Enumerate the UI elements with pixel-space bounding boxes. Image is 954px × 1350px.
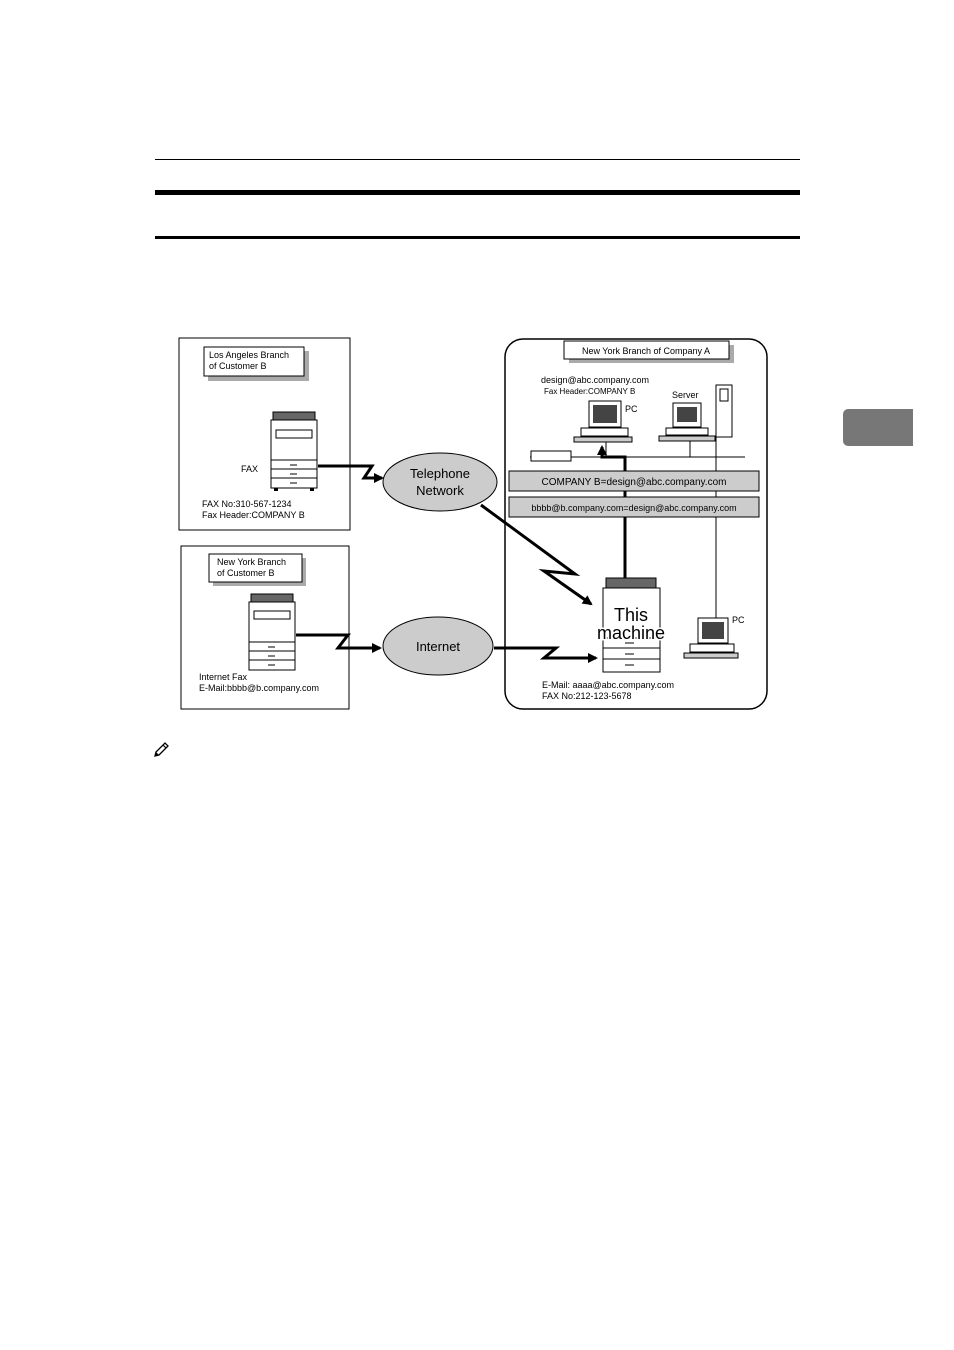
design-email: design@abc.company.com bbox=[541, 375, 649, 385]
pc-label: PC bbox=[625, 404, 638, 414]
la-branch-title-2: of Customer B bbox=[209, 361, 267, 371]
mapping-rule-2 bbox=[508, 496, 760, 518]
telephone-network-label-1: Telephone bbox=[410, 466, 470, 481]
ny-customer-title-2: of Customer B bbox=[217, 568, 275, 578]
la-fax-machine-icon bbox=[270, 411, 318, 491]
internet-network: Internet bbox=[382, 616, 494, 676]
this-machine-label-1: This bbox=[614, 605, 648, 625]
la-fax-number: FAX No:310-567-1234 bbox=[202, 499, 292, 509]
mapping-rule-1 bbox=[508, 470, 760, 492]
server-icon bbox=[658, 384, 733, 442]
header-rule-thick bbox=[155, 190, 800, 195]
server-label: Server bbox=[672, 390, 699, 400]
internet-fax-to-internet-link bbox=[296, 633, 382, 653]
pc2-label: PC bbox=[732, 615, 745, 625]
mapping-rule-1-text: COMPANY B=design@abc.company.com bbox=[542, 477, 727, 488]
company-a-panel: New York Branch of Company A design@abc.… bbox=[504, 338, 768, 710]
this-machine-label-2: machine bbox=[597, 623, 665, 643]
note-pencil-icon bbox=[154, 742, 169, 757]
telephone-network-label-2: Network bbox=[416, 483, 464, 498]
internet-to-machine-link bbox=[494, 646, 598, 663]
pc-icon bbox=[573, 400, 633, 443]
la-branch-panel: Los Angeles Branch of Customer B FAX FAX… bbox=[178, 337, 351, 531]
la-to-telephone-link bbox=[318, 464, 384, 483]
la-branch-title-1: Los Angeles Branch bbox=[209, 350, 289, 360]
ny-customer-title-1: New York Branch bbox=[217, 557, 286, 567]
la-fax-header: Fax Header:COMPANY B bbox=[202, 510, 305, 520]
machine-fax-number: FAX No:212-123-5678 bbox=[542, 691, 632, 701]
company-a-title: New York Branch of Company A bbox=[582, 346, 710, 356]
pc2-icon bbox=[683, 617, 739, 659]
header-rule-thin bbox=[155, 159, 800, 160]
company-a-fax-header: Fax Header:COMPANY B bbox=[544, 387, 635, 396]
internet-fax-machine-icon bbox=[248, 593, 296, 671]
lan-hub-icon bbox=[530, 450, 572, 462]
la-fax-label: FAX bbox=[241, 464, 258, 474]
ny-customer-panel: New York Branch of Customer B Internet F… bbox=[180, 545, 350, 710]
telephone-network: Telephone Network bbox=[382, 452, 498, 512]
this-machine-icon bbox=[602, 577, 661, 673]
telephone-to-machine-link bbox=[480, 503, 593, 606]
internet-label: Internet bbox=[416, 639, 460, 654]
internet-fax-email: E-Mail:bbbb@b.company.com bbox=[199, 683, 319, 693]
internet-fax-label: Internet Fax bbox=[199, 672, 248, 682]
chapter-tab bbox=[843, 409, 913, 446]
mapping-rule-2-text: bbbb@b.company.com=design@abc.company.co… bbox=[531, 503, 736, 513]
section-rule bbox=[155, 236, 800, 239]
machine-email: E-Mail: aaaa@abc.company.com bbox=[542, 680, 674, 690]
